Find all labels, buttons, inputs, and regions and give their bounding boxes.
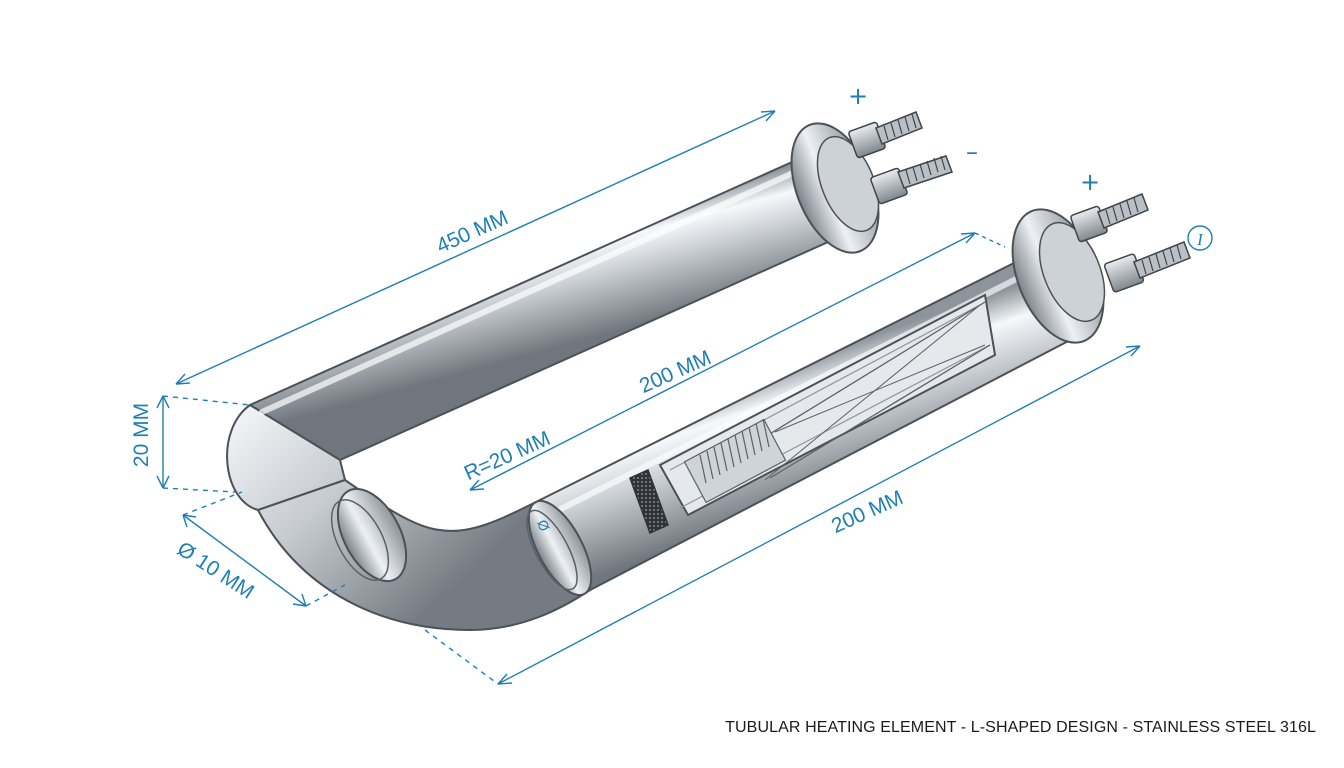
label-diameter: Ø 10 MM	[173, 537, 258, 603]
lower-terminal	[1011, 193, 1191, 344]
threaded-stud-icon	[875, 111, 953, 189]
lower-plus-sign: +	[1080, 168, 1100, 196]
cutaway-window	[629, 293, 997, 535]
dim-line-200-lower	[497, 345, 1141, 685]
label-200-lower: 200 MM	[828, 486, 907, 538]
hex-nut-icon	[1070, 205, 1145, 293]
upper-plus-sign: +	[848, 82, 868, 110]
threaded-stud-icon	[1097, 193, 1191, 279]
circled-i-icon	[1187, 225, 1213, 251]
knurled-plug	[629, 468, 669, 535]
lower-collar	[526, 499, 593, 597]
label-bend-radius: R=20 MM	[461, 427, 554, 485]
lower-symbol-sign: I	[1196, 230, 1204, 249]
label-height: 20 MM	[130, 403, 153, 467]
heating-coil	[683, 418, 787, 504]
dim-line-450	[175, 110, 776, 385]
dim-line-200-inner	[469, 232, 976, 491]
tube-body	[226, 143, 1082, 632]
dim-line-diameter	[182, 514, 307, 607]
upper-terminal	[790, 111, 953, 254]
dimension-lines	[156, 110, 1213, 685]
upper-highlight	[259, 157, 825, 415]
upper-minus-sign: –	[966, 138, 978, 166]
bend-collar	[330, 487, 408, 583]
label-tube-marker: Ø	[534, 518, 553, 534]
label-200-inner: 200 MM	[636, 346, 715, 398]
label-450: 450 MM	[433, 206, 512, 258]
diagram-caption: TUBULAR HEATING ELEMENT - L-SHAPED DESIG…	[725, 719, 1316, 736]
terminal-signs: + – + I	[848, 82, 1204, 249]
